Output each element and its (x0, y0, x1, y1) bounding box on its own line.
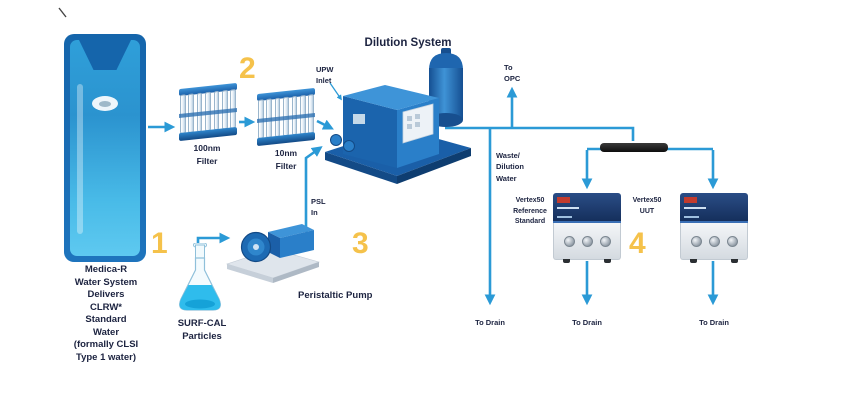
instrument-foot (731, 259, 738, 263)
cabinet-front-label (353, 114, 365, 124)
instrument-foot (563, 259, 570, 263)
instrument-control-panel (680, 223, 748, 263)
brand-logo (684, 197, 697, 203)
pump-base-left (227, 264, 273, 283)
waste-dilution-water-label: Waste/ Dilution Water (496, 151, 524, 183)
display-text-line (684, 207, 706, 209)
panel-button (415, 122, 420, 127)
panel-button (407, 124, 412, 129)
medica-dispenser (92, 96, 118, 111)
psl-in-label: PSL In (311, 197, 326, 218)
pipe-filter10-to-dilution (316, 119, 334, 130)
display-text-line (557, 207, 579, 209)
splitter-bar (600, 143, 668, 152)
panel-button (415, 114, 420, 119)
panel-button (407, 116, 412, 121)
display-text-line (684, 216, 699, 218)
filter-10nm-label: 10nm Filter (274, 148, 298, 171)
platform-left (325, 152, 397, 184)
filter-100nm-graphic (179, 82, 237, 142)
inlet-fitting (330, 134, 342, 146)
flask-svg (179, 242, 221, 311)
filter-10nm-graphic (257, 87, 315, 147)
motor-front (268, 232, 280, 258)
medica-dispenser-dot (99, 100, 111, 107)
instrument-vertex50-reference (553, 193, 621, 263)
dilution-system-graphic (323, 48, 473, 190)
medica-water-system (64, 34, 146, 262)
pump-svg (226, 224, 320, 283)
step-badge-4: 4 (629, 227, 646, 260)
instrument-control-panel (553, 223, 621, 263)
filter-10nm (257, 87, 315, 147)
upw-inlet-pointer (329, 82, 342, 101)
instrument-foot (690, 259, 697, 263)
medica-tank-funnel (79, 40, 131, 70)
peristaltic-pump-graphic (226, 220, 320, 284)
medica-tank-highlight (77, 84, 83, 234)
step-badge-1: 1 (151, 227, 168, 260)
step-badge-3: 3 (352, 227, 369, 260)
peristaltic-pump-label: Peristaltic Pump (298, 290, 373, 301)
instrument-display-panel (680, 193, 748, 223)
instrument-vertex50-uut (680, 193, 748, 263)
pump-hub (253, 244, 259, 250)
inlet-fitting (343, 140, 355, 152)
to-drain-label-uut: To Drain (699, 318, 729, 327)
cabinet-top (343, 85, 439, 110)
knob (726, 235, 738, 247)
filter-100nm-label: 100nm Filter (193, 143, 221, 166)
motor-top (268, 224, 314, 238)
display-text-line (557, 216, 572, 218)
filter-100nm (179, 82, 237, 142)
pump-base-right (273, 262, 319, 283)
flask-liquid-shade (185, 299, 215, 309)
knob (708, 235, 720, 247)
knob (581, 235, 593, 247)
to-drain-label-waste: To Drain (475, 318, 505, 327)
medica-water-system-label: Medica-R Water System Delivers CLRW* Sta… (73, 264, 139, 363)
knob (599, 235, 611, 247)
motor-side (280, 230, 314, 258)
to-opc-label: To OPC (504, 63, 521, 84)
stray-mark (58, 7, 67, 18)
pipe-pump-to-dilution (304, 146, 323, 232)
dilution-system-title: Dilution System (364, 37, 452, 49)
knob (563, 235, 575, 247)
surfcal-particles-label: SURF-CAL Particles (177, 318, 227, 342)
medica-tank-body (70, 40, 140, 256)
pipe-dilution-to-splitter (445, 126, 635, 141)
instrument-display-panel (553, 193, 621, 223)
instrument-foot (604, 259, 611, 263)
brand-logo (557, 197, 570, 203)
vertex50-reference-label: Vertex50 Reference Standard (513, 197, 547, 225)
dilution-system-svg (325, 48, 471, 184)
tank-dome (429, 53, 463, 70)
step-badge-2: 2 (239, 52, 256, 85)
knob (690, 235, 702, 247)
surfcal-flask-graphic (173, 242, 227, 317)
platform-right (397, 148, 471, 184)
flask-neck (195, 244, 205, 260)
vertex50-uut-label: Vertex50 UUT (632, 197, 662, 215)
upw-inlet-label: UPW Inlet (316, 65, 334, 86)
to-drain-label-reference: To Drain (572, 318, 602, 327)
